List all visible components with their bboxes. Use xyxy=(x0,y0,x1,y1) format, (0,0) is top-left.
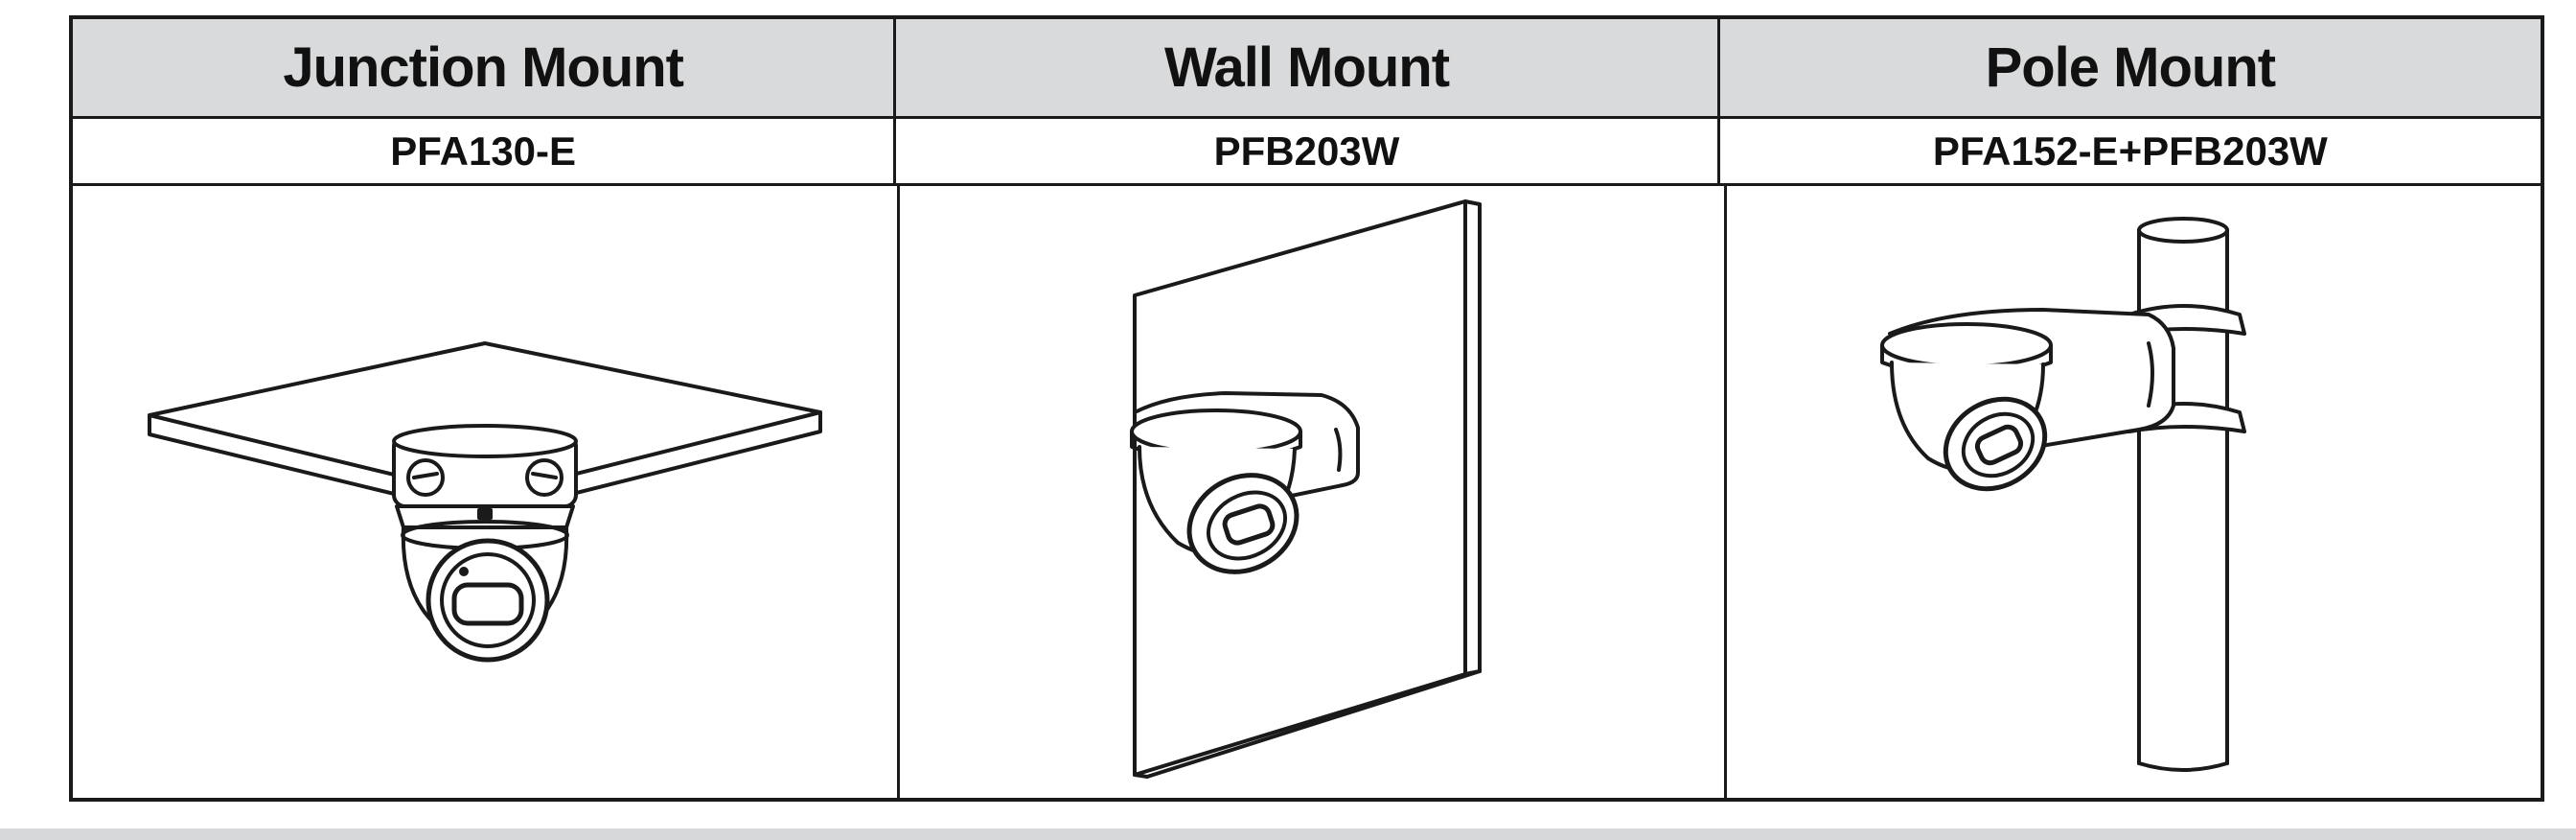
junction-mount-title: Junction Mount xyxy=(283,36,684,99)
wall-mount-title: Wall Mount xyxy=(1163,36,1450,99)
illustration-row xyxy=(73,186,2541,798)
illustration-cell-wall xyxy=(897,186,1724,798)
illustration-cell-junction xyxy=(73,186,897,798)
model-row: PFA130-E PFB203W PFA152-E+PFB203W xyxy=(73,119,2541,186)
header-row: Junction Mount Wall Mount Pole Mount xyxy=(73,19,2541,119)
wall-mount-model: PFB203W xyxy=(1213,128,1400,174)
pole-mount-title: Pole Mount xyxy=(1985,36,2277,99)
illustration-cell-pole xyxy=(1724,186,2551,798)
wall-mount-icon xyxy=(1130,199,1482,779)
pole-mount-icon xyxy=(1880,217,2246,772)
model-cell-wall: PFB203W xyxy=(893,119,1716,183)
junction-mount-model: PFA130-E xyxy=(390,128,577,174)
bottom-strip xyxy=(0,828,2576,840)
mount-comparison-table: Junction Mount Wall Mount Pole Mount PFA… xyxy=(69,15,2544,802)
junction-mount-icon xyxy=(148,341,822,663)
header-cell-wall: Wall Mount xyxy=(893,19,1716,116)
header-cell-junction: Junction Mount xyxy=(73,19,893,116)
model-cell-pole: PFA152-E+PFB203W xyxy=(1716,119,2541,183)
header-cell-pole: Pole Mount xyxy=(1716,19,2541,116)
pole-mount-model: PFA152-E+PFB203W xyxy=(1932,128,2328,174)
model-cell-junction: PFA130-E xyxy=(73,119,893,183)
